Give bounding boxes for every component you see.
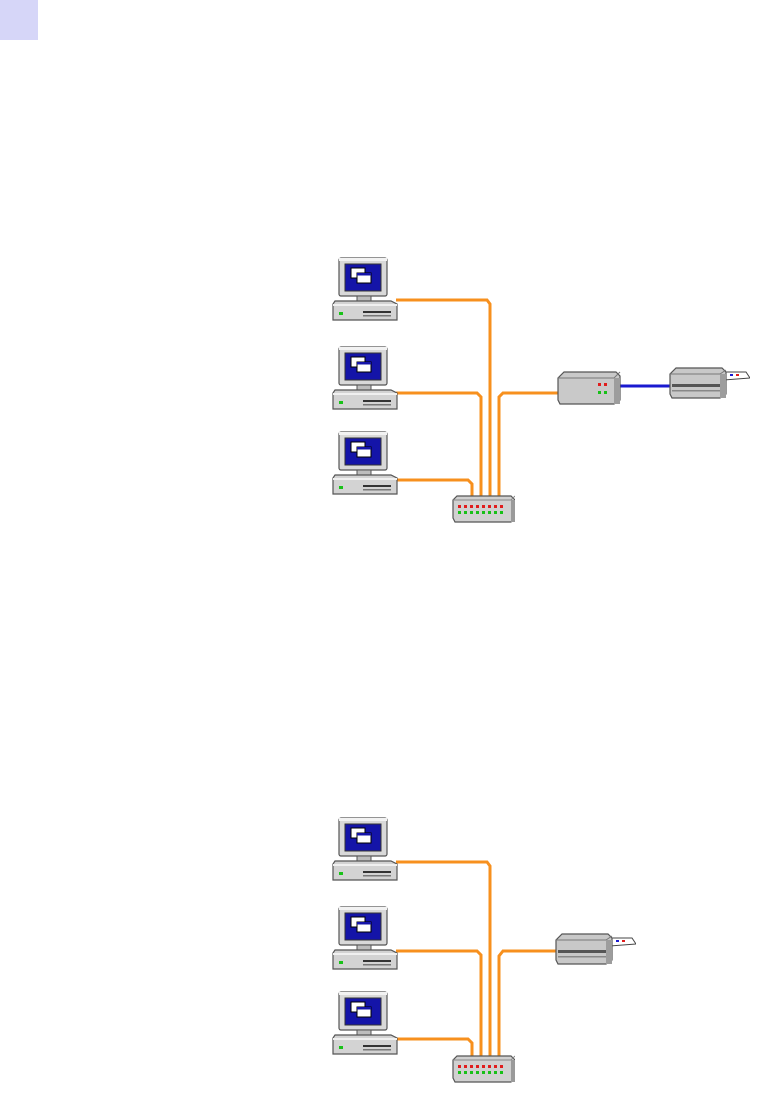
printer-icon	[556, 934, 636, 964]
computer-icon	[333, 992, 397, 1054]
print-server-icon	[558, 372, 620, 404]
network-diagram-print-server	[300, 250, 770, 540]
computer-icon	[333, 818, 397, 880]
ethernet-cable	[499, 393, 558, 508]
ethernet-cable	[396, 393, 481, 508]
network-diagram-network-printer	[300, 810, 770, 1100]
computer-icon	[333, 432, 397, 494]
computer-icon	[333, 347, 397, 409]
ethernet-cable	[396, 862, 490, 1068]
corner-marker	[0, 0, 38, 40]
ethernet-cable	[396, 951, 481, 1068]
ethernet-cable	[499, 951, 558, 1068]
hub-icon	[453, 1056, 515, 1082]
computer-icon	[333, 907, 397, 969]
ethernet-cable	[396, 300, 490, 508]
printer-icon	[670, 368, 750, 398]
hub-icon	[453, 496, 515, 522]
computer-icon	[333, 258, 397, 320]
